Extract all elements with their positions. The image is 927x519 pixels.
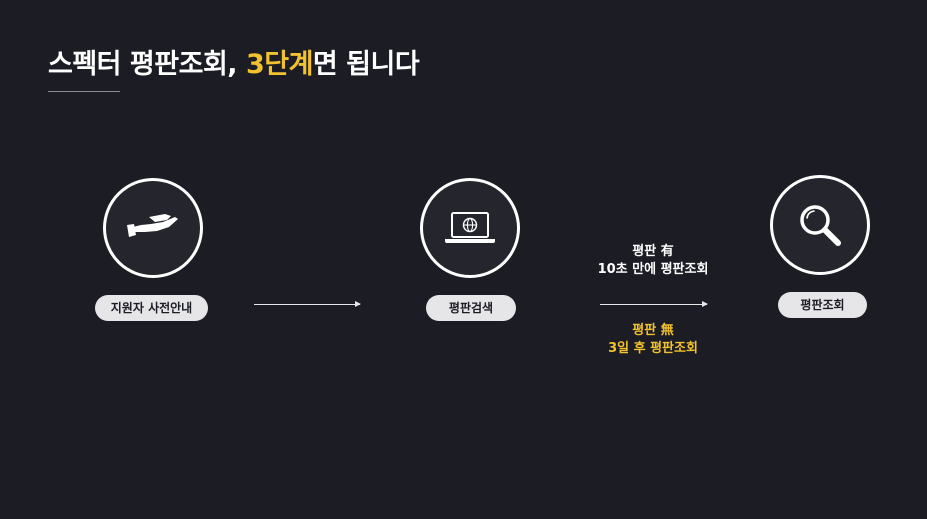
with-reputation-note: 평판 有 10초 만에 평판조회: [583, 243, 723, 279]
step-1-circle: [103, 178, 203, 278]
step-3-label: 평판조회: [778, 292, 867, 318]
title-part1: 스펙터 평판조회,: [48, 49, 246, 80]
hand-icon: [127, 214, 178, 237]
without-reputation-note: 평판 無 3일 후 평판조회: [583, 322, 723, 358]
laptop-globe-icon: [445, 212, 495, 243]
step-2-label: 평판검색: [426, 295, 516, 321]
without-reputation-title: 평판 無: [632, 323, 674, 338]
without-reputation-detail: 3일 후 평판조회: [608, 341, 698, 356]
step-2-circle: [420, 178, 520, 278]
arrow-2: [600, 301, 708, 307]
magnifier-icon: [800, 205, 841, 246]
title-part2: 면 됩니다: [312, 49, 420, 80]
page-title: 스펙터 평판조회, 3단계면 됩니다: [48, 42, 420, 81]
step-3-circle: [770, 175, 870, 275]
arrow-1: [254, 301, 361, 307]
title-highlight: 3단계: [245, 49, 313, 80]
with-reputation-detail: 10초 만에 평판조회: [597, 262, 709, 277]
title-underline: [48, 91, 120, 92]
with-reputation-title: 평판 有: [632, 244, 674, 259]
step-1-label: 지원자 사전안내: [95, 295, 208, 321]
